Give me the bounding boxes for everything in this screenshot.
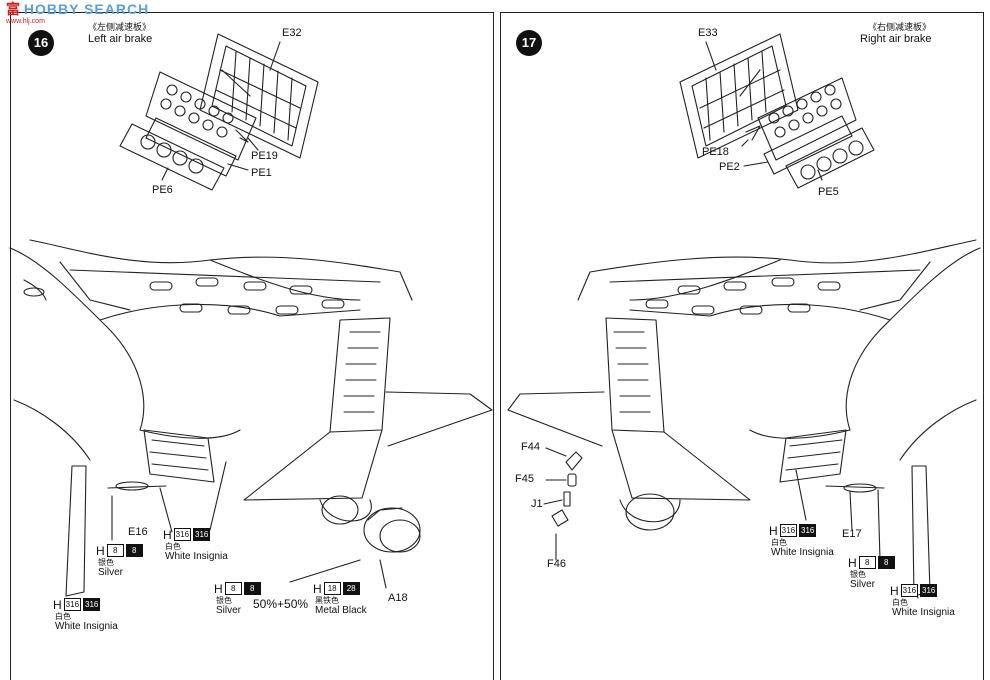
watermark-logo: 富	[6, 1, 20, 17]
paint-code: 8	[858, 556, 876, 569]
part-PE19: PE19	[251, 150, 278, 162]
left-airbrake-well	[199, 33, 319, 159]
paint-code: 18	[323, 582, 341, 595]
part-PE2: PE2	[719, 161, 740, 173]
paint-callout: H 316 316	[769, 523, 817, 538]
paint-code: 316	[779, 524, 798, 537]
right-e17-part	[825, 483, 885, 493]
watermark-text: HOBBY SEARCH	[23, 1, 150, 17]
part-PE5: PE5	[818, 186, 839, 198]
paint-name: 白色 White Insignia	[892, 598, 955, 618]
paint-callout: H 316 316	[890, 583, 938, 598]
paint-callout: H 18 28	[313, 582, 360, 595]
paint-code: 316	[83, 598, 101, 611]
part-E33: E33	[698, 27, 718, 39]
right-speed-brake-opening	[779, 429, 847, 483]
step16-title-en: Left air brake	[88, 33, 153, 45]
part-J1: J1	[531, 498, 543, 510]
paint-name: 黑铁色 Metal Black	[315, 596, 367, 616]
right-pe5-plate	[785, 127, 875, 189]
paint-callout: H 8 8	[848, 556, 895, 569]
left-e16-part	[107, 481, 167, 491]
part-PE6: PE6	[152, 184, 173, 196]
right-panel-border	[500, 12, 984, 680]
part-PE18: PE18	[702, 146, 729, 158]
left-pe6-plate	[119, 123, 225, 191]
right-pe2-plate	[763, 115, 853, 175]
right-wing-panels	[645, 277, 841, 315]
right-loose-panel	[911, 465, 931, 597]
left-airbrake-panel	[145, 71, 257, 161]
right-nozzle-area	[619, 493, 681, 531]
right-small-parts	[551, 451, 583, 527]
right-vertical-fin	[605, 317, 751, 501]
right-airbrake-panel	[757, 77, 857, 161]
paint-name: 银色 Silver	[850, 570, 876, 590]
paint-callout: H 8 8	[214, 582, 261, 595]
paint-mix-ratio: 50%+50%	[253, 597, 309, 611]
step17-title-cn: 《右侧减速板》	[868, 22, 932, 32]
left-a18-nozzle	[363, 507, 421, 553]
right-stabilizer	[507, 391, 605, 447]
left-panel-border	[10, 12, 494, 680]
paint-code: 8	[224, 582, 242, 595]
paint-code: 316	[193, 528, 211, 541]
left-stabilizer	[385, 391, 493, 447]
paint-code: 8	[877, 556, 895, 569]
part-F46: F46	[547, 558, 566, 570]
left-pe1-plate	[145, 117, 237, 177]
paint-code: 316	[900, 584, 919, 597]
part-E16: E16	[128, 526, 148, 538]
left-loose-panel	[65, 465, 87, 597]
paint-code: 8	[243, 582, 261, 595]
left-pe19-part	[235, 129, 249, 143]
paint-callout: H 8 8	[96, 544, 143, 557]
paint-code: 8	[125, 544, 143, 557]
paint-code: 8	[106, 544, 124, 557]
paint-callout: H 316 316	[163, 527, 211, 542]
right-pe18-part	[745, 125, 761, 141]
watermark-url: www.hlj.com	[6, 18, 45, 25]
left-wing-panels	[149, 277, 345, 315]
part-PE1: PE1	[251, 167, 272, 179]
part-E17: E17	[842, 528, 862, 540]
paint-code: 316	[799, 524, 817, 537]
paint-code: 316	[920, 584, 938, 597]
left-nozzle-area	[319, 495, 372, 525]
step-number-16: 16	[28, 30, 54, 56]
paint-name: 银色 Silver	[216, 596, 242, 616]
step-number-17: 17	[516, 30, 542, 56]
right-airbrake-well	[679, 33, 799, 159]
watermark: 富 HOBBY SEARCH	[6, 2, 149, 16]
paint-callout: H 316 316	[53, 597, 101, 612]
right-fuselage	[577, 239, 981, 461]
paint-code: 316	[63, 598, 82, 611]
part-F44: F44	[521, 441, 540, 453]
part-F45: F45	[515, 473, 534, 485]
step17-title-en: Right air brake	[860, 33, 932, 45]
left-speed-brake-opening	[143, 429, 215, 483]
part-A18: A18	[388, 592, 408, 604]
paint-code: 316	[173, 528, 192, 541]
left-fuselage	[9, 239, 413, 461]
paint-name: 银色 Silver	[98, 558, 124, 578]
paint-name: 白色 White Insignia	[165, 542, 228, 562]
step16-title-cn: 《左侧减速板》	[88, 22, 152, 32]
paint-name: 白色 White Insignia	[55, 612, 118, 632]
part-E32: E32	[282, 27, 302, 39]
paint-name: 白色 White Insignia	[771, 538, 834, 558]
left-vertical-fin	[243, 317, 391, 501]
paint-code: 28	[342, 582, 360, 595]
